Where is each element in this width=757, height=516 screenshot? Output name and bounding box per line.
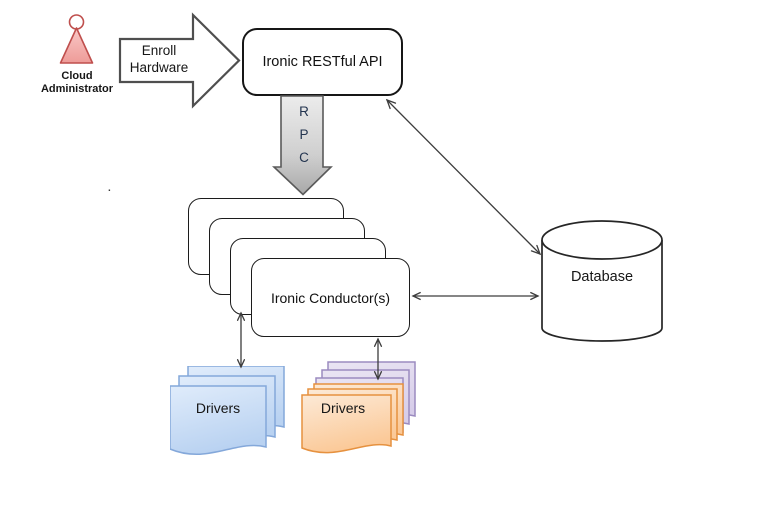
conductor-database-arrow (411, 291, 540, 301)
actor-label: Cloud Administrator (17, 70, 137, 96)
enroll-arrow-label: Enroll Hardware (120, 43, 198, 76)
stray-dot: . (108, 183, 111, 194)
conductor-drivers-left-arrow (236, 311, 246, 369)
drivers-blue-label: Drivers (195, 400, 241, 416)
cloud-administrator-icon (59, 14, 94, 64)
actor-body-icon (59, 27, 94, 64)
rpc-letter-r: R (299, 104, 309, 119)
rpc-label: R P C (289, 100, 319, 169)
conductor-box: Ironic Conductor(s) (251, 258, 410, 337)
database-icon (541, 220, 663, 342)
rpc-letter-c: C (299, 150, 309, 165)
enroll-hardware-arrow-icon (118, 12, 241, 109)
rpc-arrow-icon (272, 95, 333, 196)
rpc-letter-p: P (299, 127, 309, 142)
api-database-arrow (385, 98, 542, 256)
actor-label-line1: Cloud (61, 70, 93, 82)
database-label: Database (570, 269, 634, 285)
api-box: Ironic RESTful API (242, 28, 403, 96)
actor-head-icon (68, 14, 85, 30)
enroll-arrow-label-line2: Hardware (129, 59, 189, 75)
drivers-orange-label: Drivers (320, 400, 366, 416)
conductor-label: Ironic Conductor(s) (270, 289, 391, 306)
document-icon (301, 394, 392, 454)
drivers-blue-stack-icon (170, 366, 285, 456)
document-icon (170, 385, 267, 456)
actor-label-line2: Administrator (40, 83, 114, 95)
drivers-orange-stack-icon (301, 361, 416, 454)
api-box-label: Ironic RESTful API (262, 53, 383, 70)
enroll-arrow-label-line1: Enroll (141, 43, 177, 58)
